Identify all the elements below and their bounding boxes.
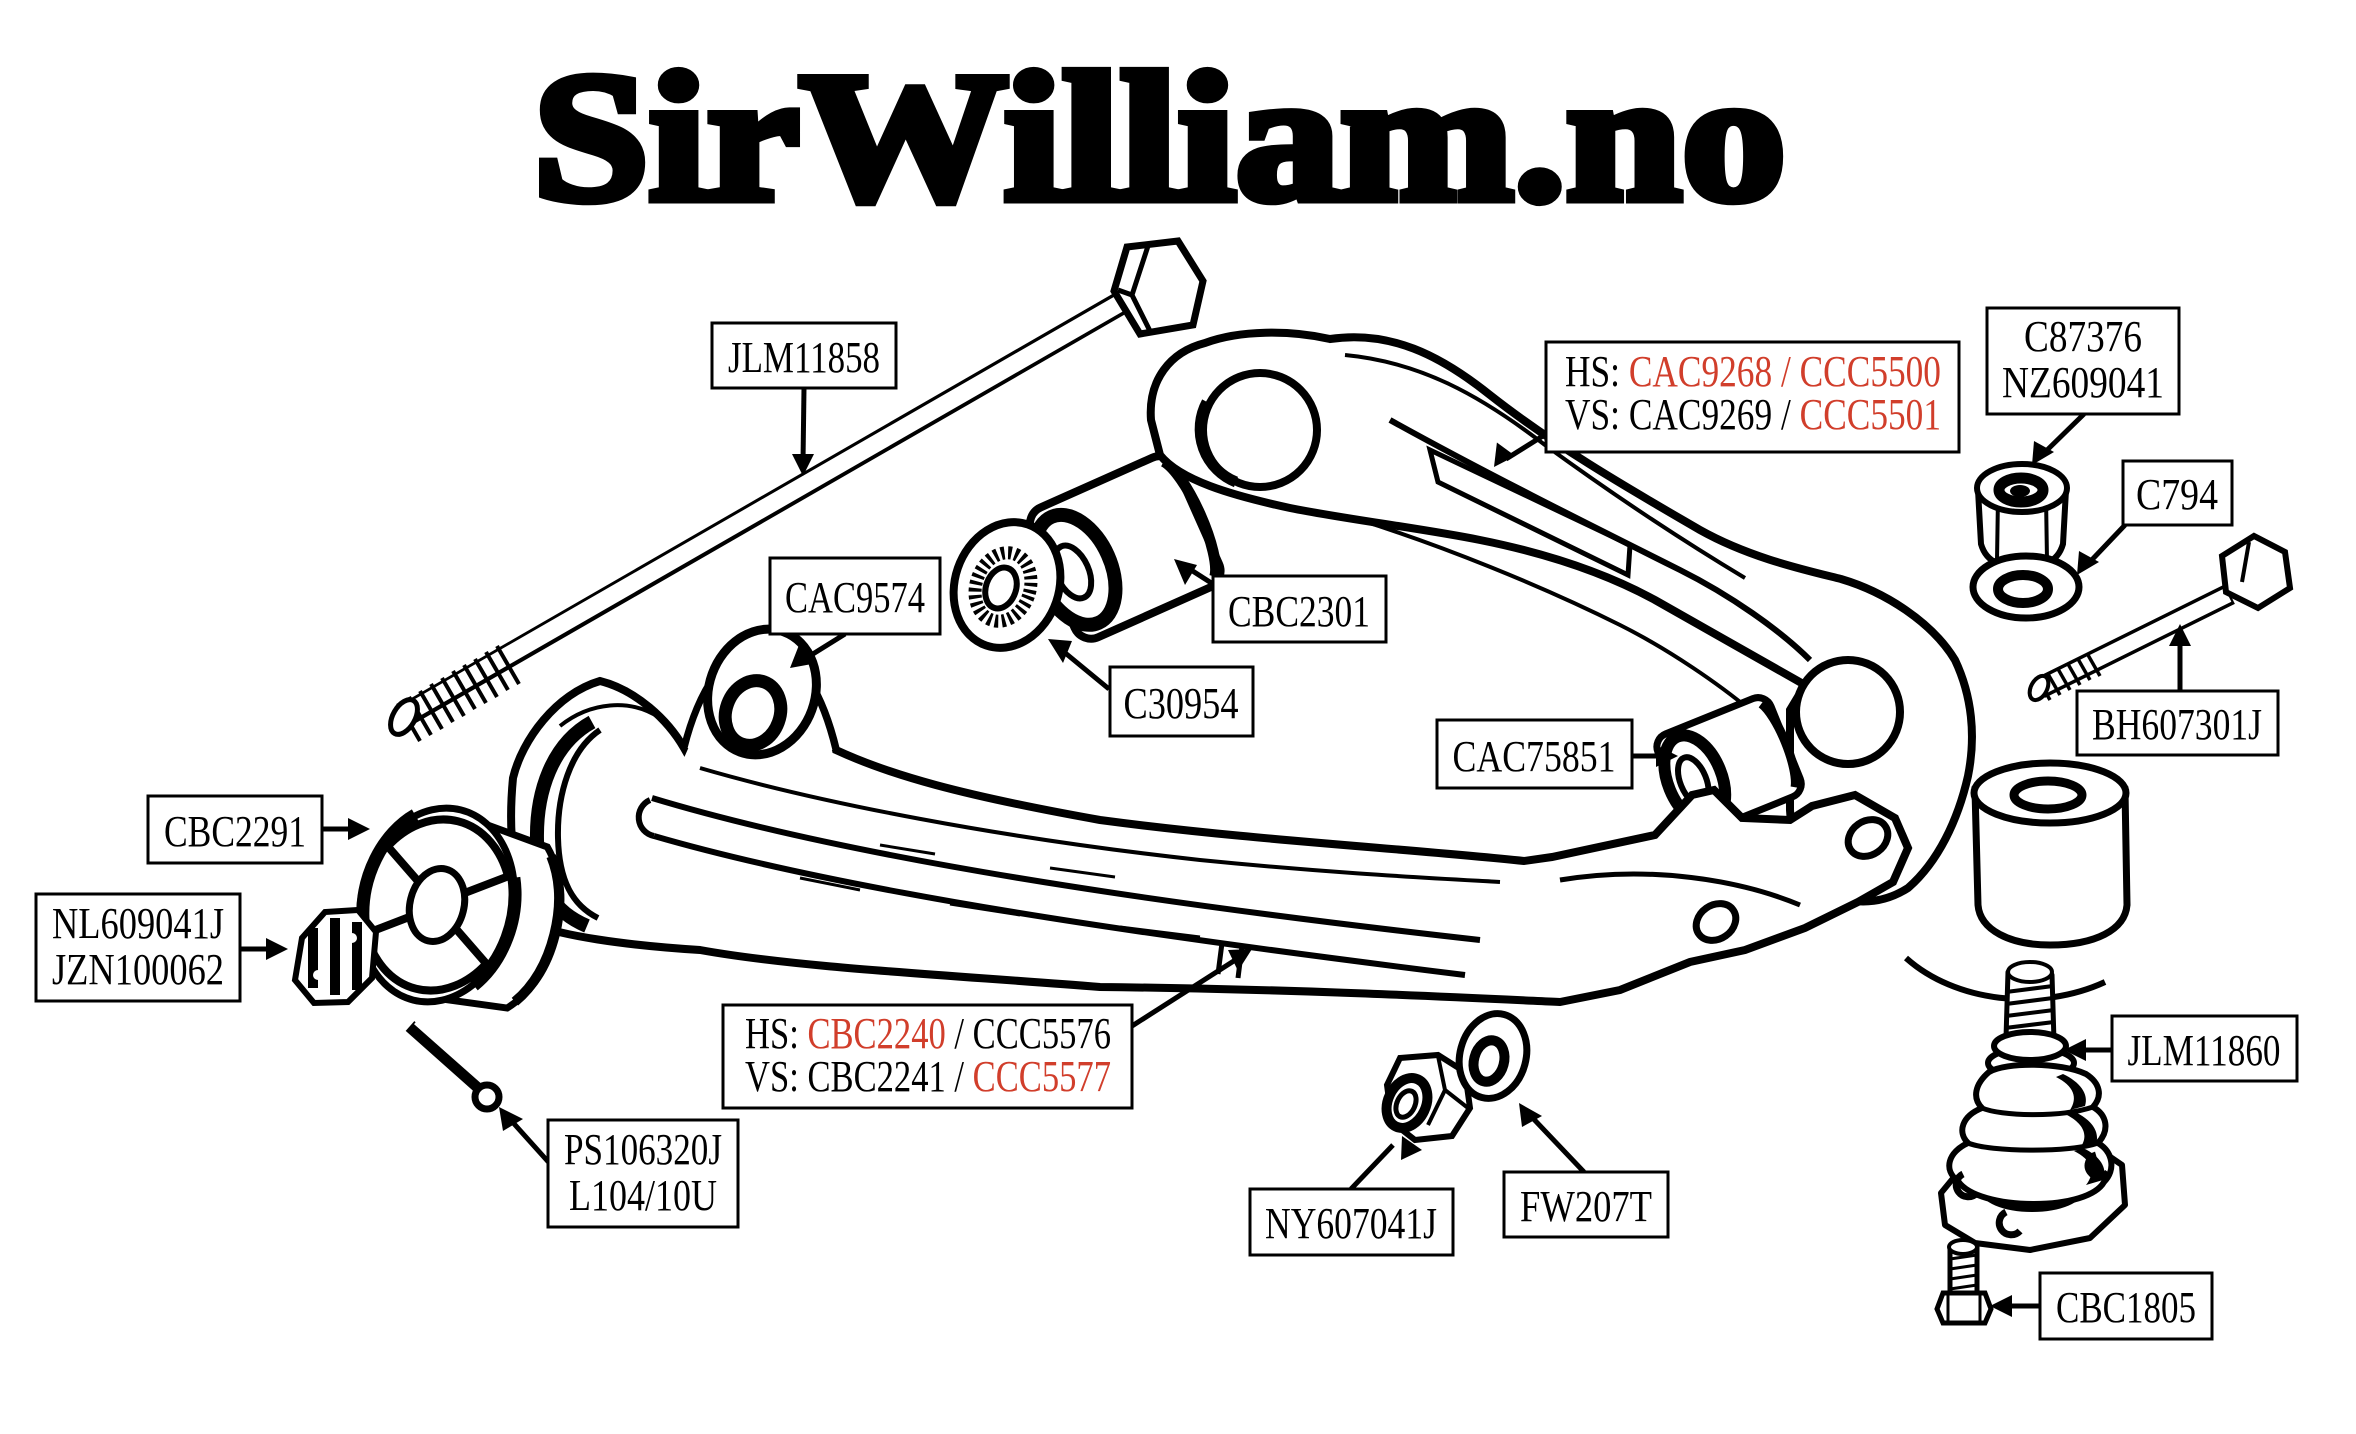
svg-text:CBC2301: CBC2301: [1228, 587, 1370, 636]
svg-text:CBC1805: CBC1805: [2056, 1283, 2196, 1332]
svg-text:JLM11860: JLM11860: [2128, 1026, 2281, 1075]
svg-text:L104/10U: L104/10U: [569, 1171, 717, 1220]
svg-text:JZN100062: JZN100062: [52, 945, 224, 994]
svg-text:CAC75851: CAC75851: [1453, 732, 1616, 781]
svg-text:FW207T: FW207T: [1520, 1182, 1652, 1231]
svg-text:C794: C794: [2136, 470, 2218, 519]
svg-text:JLM11858: JLM11858: [728, 333, 880, 382]
svg-text:NL609041J: NL609041J: [52, 899, 224, 948]
svg-text:NZ609041: NZ609041: [2002, 358, 2164, 407]
svg-text:VS: CBC2241 / CCC5577: VS: CBC2241 / CCC5577: [745, 1052, 1111, 1101]
svg-text:HS: CBC2240 / CCC5576: HS: CBC2240 / CCC5576: [745, 1009, 1111, 1058]
svg-text:CBC2291: CBC2291: [164, 807, 306, 856]
svg-text:NY607041J: NY607041J: [1265, 1199, 1437, 1248]
svg-text:CAC9574: CAC9574: [785, 573, 925, 622]
svg-text:C87376: C87376: [2024, 312, 2142, 361]
svg-text:PS106320J: PS106320J: [564, 1125, 722, 1174]
svg-text:BH607301J: BH607301J: [2092, 700, 2262, 749]
svg-text:HS: CAC9268 / CCC5500: HS: CAC9268 / CCC5500: [1565, 347, 1941, 396]
svg-text:VS: CAC9269 / CCC5501: VS: CAC9269 / CCC5501: [1565, 390, 1941, 439]
svg-text:C30954: C30954: [1124, 679, 1239, 728]
svg-text:SirWilliam.no: SirWilliam.no: [533, 35, 1786, 239]
